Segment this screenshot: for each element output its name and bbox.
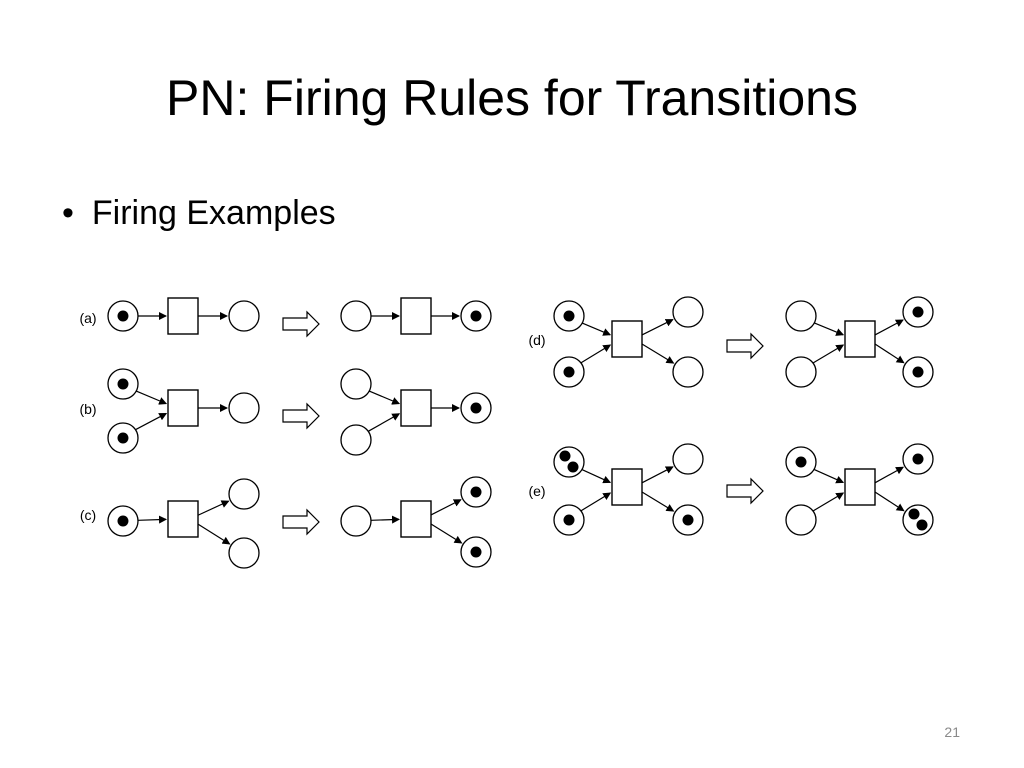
transition-box (167, 389, 199, 427)
arc-arrow (814, 322, 845, 336)
output-place (672, 443, 704, 475)
bullet-item: • Firing Examples (62, 190, 336, 236)
token (470, 310, 482, 322)
bullet-text: Firing Examples (91, 194, 336, 232)
arc-arrow (580, 492, 612, 512)
arc-arrow (641, 319, 674, 336)
transition-box (400, 297, 432, 335)
example-label: (e) (528, 483, 545, 499)
transition-box (400, 389, 432, 427)
token (795, 456, 807, 468)
state-transition-arrow (726, 332, 764, 360)
transition-box (844, 468, 876, 506)
token (563, 310, 575, 322)
arc-arrow (874, 491, 905, 512)
bullet-dot: • (62, 194, 74, 232)
token (916, 519, 928, 531)
transition-box (400, 500, 432, 538)
output-place (228, 392, 260, 424)
example-label: (a) (79, 310, 96, 326)
token (912, 453, 924, 465)
token (682, 514, 694, 526)
transition-box (167, 500, 199, 538)
arc-arrow (370, 515, 401, 524)
arc-arrow (812, 492, 845, 512)
arc-arrow (369, 390, 401, 405)
arc-arrow (641, 343, 675, 364)
input-place (785, 504, 817, 536)
arc-arrow (430, 523, 463, 544)
output-place (902, 504, 934, 536)
transition-box (611, 468, 643, 506)
arc-arrow (197, 523, 231, 545)
arc-arrow (813, 468, 845, 484)
output-place (672, 296, 704, 328)
token (912, 306, 924, 318)
token (567, 461, 579, 473)
arc-arrow (367, 413, 401, 432)
arc-arrow (874, 343, 905, 364)
token (117, 310, 129, 322)
output-place (228, 478, 260, 510)
token (470, 486, 482, 498)
token (912, 366, 924, 378)
input-place (340, 300, 372, 332)
token (470, 546, 482, 558)
arc-arrow (581, 322, 612, 336)
input-place (340, 505, 372, 537)
state-transition-arrow (282, 508, 320, 536)
output-place (228, 537, 260, 569)
token (117, 515, 129, 527)
transition-box (611, 320, 643, 358)
arc-arrow (641, 466, 674, 484)
token (563, 366, 575, 378)
arc-arrow (135, 412, 168, 431)
transition-box (844, 320, 876, 358)
arc-arrow (136, 390, 168, 405)
token (470, 402, 482, 414)
token (559, 450, 571, 462)
example-label: (b) (79, 401, 96, 417)
transition-box (167, 297, 199, 335)
arc-arrow (430, 499, 462, 516)
token (563, 514, 575, 526)
input-place (553, 446, 585, 478)
state-transition-arrow (726, 477, 764, 505)
arc-arrow (580, 344, 612, 364)
arc-arrow (641, 491, 675, 512)
arc-arrow (581, 468, 612, 484)
input-place (340, 368, 372, 400)
input-place (340, 424, 372, 456)
input-place (785, 356, 817, 388)
arc-arrow (137, 515, 168, 524)
arc-arrow (874, 466, 905, 484)
output-place (228, 300, 260, 332)
slide-number: 21 (944, 724, 960, 740)
state-transition-arrow (282, 310, 320, 338)
slide-title: PN: Firing Rules for Transitions (166, 70, 858, 126)
token (908, 508, 920, 520)
state-transition-arrow (282, 402, 320, 430)
arc-arrow (812, 344, 845, 364)
output-place (672, 356, 704, 388)
input-place (785, 300, 817, 332)
example-label: (c) (80, 507, 96, 523)
arc-arrow (874, 319, 904, 336)
token (117, 432, 129, 444)
token (117, 378, 129, 390)
example-label: (d) (528, 332, 545, 348)
arc-arrow (197, 500, 230, 516)
